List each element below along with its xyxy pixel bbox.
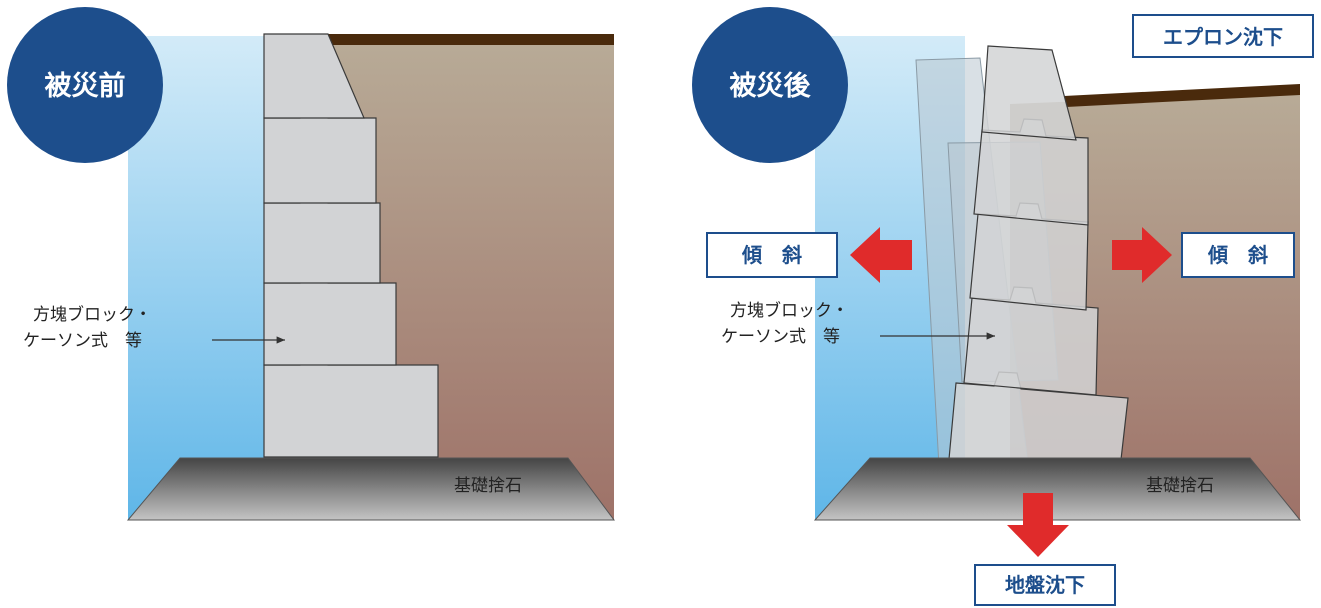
block-stack [263,33,439,458]
rubble-label: 基礎捨石 [454,476,522,496]
foundation-rubble [813,457,1302,521]
tilt-left-label: 傾 斜 [741,243,802,267]
apron-settlement-label: エプロン沈下 [1163,25,1283,49]
tilt-right-arrow [1112,227,1172,283]
apron-surface [328,34,614,45]
badge-circle [692,7,848,163]
ground-settlement-label: 地盤沈下 [1005,573,1085,597]
before-diagram: 基礎捨石 被災前 方塊ブロック・ ケーソン式 等 [7,7,615,521]
tilt-right-box [1181,232,1295,278]
badge-label: 被災前 [45,70,126,102]
after-diagram: 基礎捨石 被災後 エプロン沈下 傾 斜 傾 斜 方塊ブロック・ ケーソン式 等 … [692,7,1314,606]
tilt-left-arrow [850,227,912,283]
block-type-label-line2: ケーソン式 等 [721,327,840,347]
apron-surface [1064,84,1300,107]
ground-settlement-arrow [1007,493,1069,557]
apron-settlement-box [1132,14,1314,58]
block [981,45,1077,141]
foundation-rubble [126,457,615,521]
badge-label: 被災後 [730,71,812,102]
block [263,33,365,119]
block-type-label-line2: ケーソン式 等 [23,331,142,351]
block-type-label-line1: 方塊ブロック・ [730,300,849,321]
rubble-label: 基礎捨石 [1146,476,1214,496]
tilt-left-box [706,232,838,278]
tilt-right-label: 傾 斜 [1207,243,1268,267]
ground-settlement-box [974,564,1116,606]
badge-circle [7,7,163,163]
block-type-label-line1: 方塊ブロック・ [33,304,152,325]
